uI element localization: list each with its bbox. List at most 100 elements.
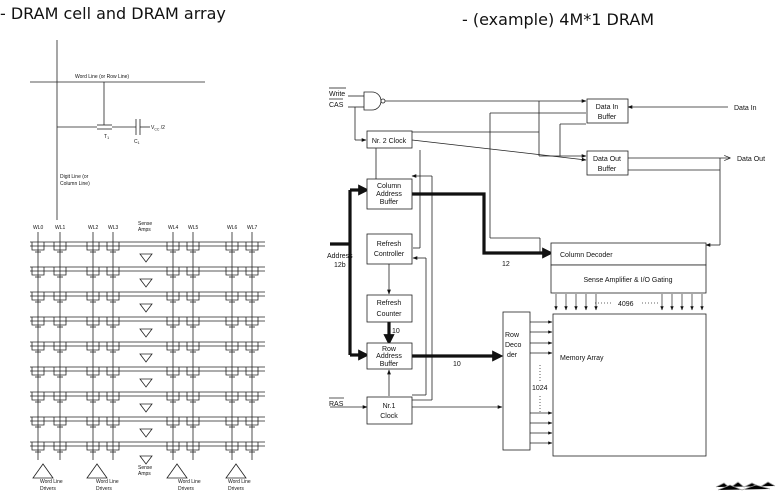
refresh-controller-block: [366, 233, 413, 265]
row-decoder-line2: Deco: [505, 342, 521, 349]
write-label: Write: [329, 91, 345, 98]
sense-amp-symbol: [139, 455, 153, 465]
data-in-buffer-line2: Buffer: [598, 114, 617, 121]
word-line-drivers-3-line2: Drivers: [178, 486, 194, 492]
word-line-drivers-4-line2: Drivers: [228, 486, 244, 492]
gate-inverter-bubble: [380, 98, 386, 104]
wl-label: WL2: [88, 225, 99, 231]
wl-label: WL0: [33, 225, 44, 231]
ras-label: RAS: [329, 401, 344, 408]
data-out-label: Data Out: [737, 156, 765, 163]
row-address-buffer-line2: Address: [376, 353, 402, 360]
heading-4m-dram-example: - (example) 4M*1 DRAM: [462, 10, 655, 29]
word-line-drivers-2-line1: Word Line: [96, 479, 119, 485]
column-address-bus: [412, 192, 554, 259]
heading-dram-cell-array: - DRAM cell and DRAM array: [0, 4, 226, 23]
row-decoder-line3: der: [507, 352, 518, 359]
scribble-mark: [715, 481, 776, 491]
column-decoder-label: Column Decoder: [560, 252, 613, 259]
row-decoder-line1: Row: [505, 332, 520, 339]
sense-amps-bottom-line1: Sense: [138, 465, 152, 471]
refresh-counter-block: [366, 294, 413, 323]
nr2-clock-label: Nr. 2 Clock: [372, 138, 407, 145]
refresh-controller-line1: Refresh: [377, 241, 402, 248]
sense-amp-symbol: [139, 378, 153, 388]
t1-label: T1: [104, 134, 109, 140]
memory-array-label: Memory Array: [560, 355, 604, 362]
sense-amp-symbol: [139, 428, 153, 438]
column-address-buffer-line3: Buffer: [380, 199, 399, 206]
data-in-buffer-block: [586, 98, 629, 124]
word-line-label: Word Line (or Row Line): [75, 74, 129, 80]
word-line-drivers-3-line1: Word Line: [178, 479, 201, 485]
sense-amp-symbol: [139, 278, 153, 288]
address-label-line1: Address: [327, 253, 353, 260]
cas-label: CAS: [329, 102, 344, 109]
rows-1024-label: 1024: [532, 385, 548, 392]
sense-amp-symbol: [139, 253, 153, 263]
data-in-buffer-line1: Data In: [596, 104, 619, 111]
row-address-buffer-line1: Row: [382, 346, 397, 353]
word-line-drivers-2-line2: Drivers: [96, 486, 112, 492]
dram-array-labels: WL0 WL1 WL2 WL3 WL4 WL5 WL6 WL7: [33, 225, 258, 231]
nr1-clock-block: [366, 396, 413, 425]
digit-line-label-1: Digit Line (or: [60, 174, 89, 180]
wl-label: WL3: [108, 225, 119, 231]
bits-4096-label: 4096: [618, 301, 634, 308]
refresh-counter-line1: Refresh: [377, 300, 402, 307]
driver-symbol: [166, 463, 188, 479]
wl-label: WL6: [227, 225, 238, 231]
address-buses: [330, 184, 554, 362]
row-address-buffer-block: [366, 342, 413, 370]
wordline-arrows: [530, 320, 553, 445]
wl-label: WL4: [168, 225, 179, 231]
refresh-controller-line2: Controller: [374, 251, 405, 258]
dram-cell-schematic: [30, 40, 205, 220]
sense-amps-top-line1: Sense: [138, 221, 152, 227]
nr1-clock-line1: Nr.1: [383, 403, 396, 410]
row-decoder-block: [502, 311, 531, 451]
driver-symbol: [32, 463, 54, 479]
bus-10-label-b: 10: [453, 361, 461, 368]
sense-amplifier-block: [550, 264, 707, 294]
refresh-counter-line2: Counter: [377, 311, 403, 318]
bus-10-label-a: 10: [392, 328, 400, 335]
sense-amp-symbol: [139, 303, 153, 313]
sense-amp-symbol: [139, 328, 153, 338]
column-address-buffer-line1: Column: [377, 183, 401, 190]
c1-label: C1: [134, 139, 140, 145]
data-out-buffer-line2: Buffer: [598, 166, 617, 173]
sense-amps-bottom-line2: Amps: [138, 471, 151, 477]
sense-amps-top-line2: Amps: [138, 227, 151, 233]
word-line-drivers-1-line1: Word Line: [40, 479, 63, 485]
data-out-buffer-line1: Data Out: [593, 156, 621, 163]
memory-array-block: [552, 313, 707, 457]
wl-label: WL1: [55, 225, 66, 231]
wl-label: WL5: [188, 225, 199, 231]
sense-amp-symbol: [139, 353, 153, 363]
data-out-buffer-block: [586, 150, 629, 176]
bitline-arrows: [554, 294, 704, 311]
nr2-clock-block: [366, 130, 413, 149]
sense-amp-symbol: [139, 403, 153, 413]
dotted-ellipsis: [539, 302, 660, 414]
word-line-drivers-4-line1: Word Line: [228, 479, 251, 485]
driver-symbol: [86, 463, 108, 479]
dram-block-wiring: [330, 91, 730, 409]
word-line-drivers-1-line2: Drivers: [40, 486, 56, 492]
address-label-line2: 12b: [334, 262, 346, 269]
and-gate: [363, 91, 382, 111]
data-in-label: Data In: [734, 105, 757, 112]
digit-line-label-2: Column Line): [60, 181, 90, 187]
nr1-clock-line2: Clock: [380, 413, 398, 420]
column-address-buffer-block: [366, 178, 413, 210]
wl-label: WL7: [247, 225, 258, 231]
row-address-buffer-line3: Buffer: [380, 361, 399, 368]
bus-12-label: 12: [502, 261, 510, 268]
driver-symbol: [225, 463, 247, 479]
dram-array-lines: [30, 232, 265, 479]
vcc-label: VCC /2: [151, 125, 165, 132]
sense-amp-label: Sense Amplifier & I/O Gating: [583, 277, 672, 284]
column-address-buffer-line2: Address: [376, 191, 402, 198]
